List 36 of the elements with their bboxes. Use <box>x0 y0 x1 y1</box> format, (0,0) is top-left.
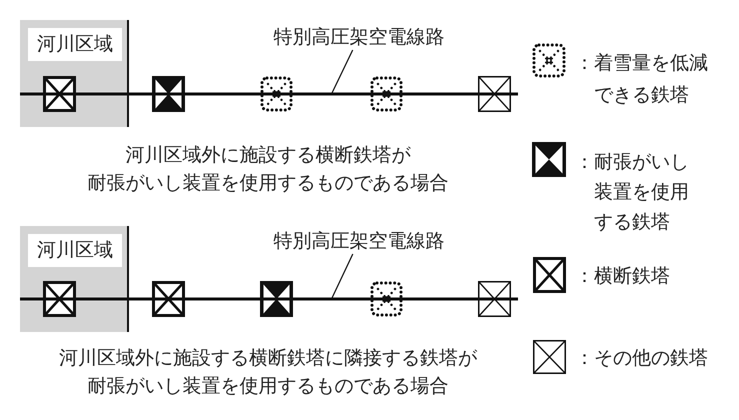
shaded-area <box>20 226 129 332</box>
tower-symbol <box>370 281 403 317</box>
power-line <box>293 92 370 96</box>
area-label: 河川区域 <box>28 28 122 61</box>
power-line <box>293 298 370 300</box>
power-line <box>403 92 478 96</box>
tower-symbol <box>152 76 185 112</box>
power-line <box>511 298 518 300</box>
tower-symbol <box>370 76 403 112</box>
caption-text: 河川区域外に施設する横断鉄塔が耐張がいし装置を使用するものである場合 <box>86 143 450 196</box>
tower-symbol <box>43 281 76 317</box>
leader-line <box>331 50 354 94</box>
shaded-area <box>20 20 129 127</box>
power-line <box>185 92 260 96</box>
tower-symbol <box>478 76 511 112</box>
tower-symbol <box>43 76 76 112</box>
legend-text: ：横断鉄塔 <box>575 264 671 289</box>
legend-text: ：その他の鉄塔 <box>575 346 709 371</box>
line-label: 特別高圧架空電線路 <box>270 228 448 254</box>
tower-symbol <box>260 76 293 112</box>
power-line <box>76 298 152 300</box>
legend-text: ：耐張がいし装置を使用する鉄塔 <box>575 150 690 235</box>
power-line <box>20 92 43 96</box>
power-line <box>511 92 518 96</box>
power-line <box>20 298 43 300</box>
caption-text: 河川区域外に施設する横断鉄塔に隣接する鉄塔が耐張がいし装置を使用するものである場合 <box>58 346 478 399</box>
leader-line <box>331 254 354 298</box>
line-label: 特別高圧架空電線路 <box>270 24 448 50</box>
tower-symbol <box>260 281 293 317</box>
power-line <box>403 298 478 300</box>
tower-symbol <box>478 281 511 317</box>
tower-symbol <box>152 281 185 317</box>
area-label: 河川区域 <box>28 234 122 267</box>
power-line <box>185 298 260 300</box>
legend-text: ：着雪量を低減できる鉄塔 <box>575 51 709 108</box>
power-line <box>76 92 152 96</box>
